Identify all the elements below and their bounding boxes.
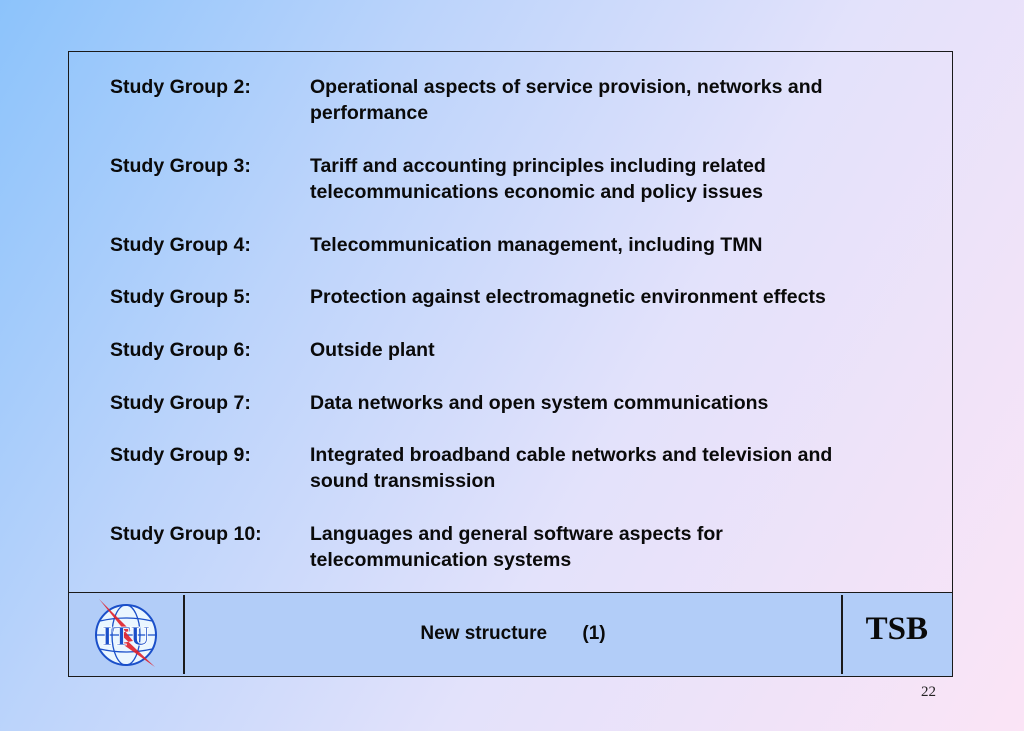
footer-divider bbox=[841, 595, 843, 674]
study-group-description: Telecommunication management, including … bbox=[310, 234, 763, 256]
study-group-description: Data networks and open system communicat… bbox=[310, 392, 769, 414]
study-group-label: Study Group 7: bbox=[110, 392, 251, 414]
study-group-label: Study Group 5: bbox=[110, 286, 251, 308]
study-group-label: Study Group 10: bbox=[110, 523, 262, 545]
study-group-label: Study Group 6: bbox=[110, 339, 251, 361]
footer-divider bbox=[183, 595, 185, 674]
study-group-description: Protection against electromagnetic envir… bbox=[310, 286, 826, 308]
study-group-label: Study Group 4: bbox=[110, 234, 251, 256]
itu-logo: ITU bbox=[69, 593, 183, 677]
study-group-label: Study Group 2: bbox=[110, 76, 251, 98]
tsb-label: TSB bbox=[865, 611, 928, 647]
slide-footer: ITU New structure (1) TSB bbox=[69, 592, 952, 676]
study-group-description: Languages and general software aspects f… bbox=[310, 523, 723, 571]
study-group-description: Tariff and accounting principles includi… bbox=[310, 155, 766, 203]
footer-title: New structure (1) bbox=[185, 623, 841, 645]
study-group-label: Study Group 9: bbox=[110, 444, 251, 466]
footer-title-number: (1) bbox=[582, 623, 606, 644]
logo-text: ITU bbox=[102, 621, 150, 651]
study-group-list: Study Group 2: Operational aspects of se… bbox=[69, 52, 952, 592]
slide-panel: Study Group 2: Operational aspects of se… bbox=[68, 51, 953, 677]
study-group-description: Integrated broadband cable networks and … bbox=[310, 444, 833, 492]
footer-title-text: New structure bbox=[420, 623, 548, 644]
page-number: 22 bbox=[921, 684, 936, 700]
study-group-description: Operational aspects of service provision… bbox=[310, 76, 823, 124]
itu-globe-logo-icon: ITU bbox=[95, 599, 157, 667]
study-group-description: Outside plant bbox=[310, 339, 435, 361]
study-group-label: Study Group 3: bbox=[110, 155, 251, 177]
